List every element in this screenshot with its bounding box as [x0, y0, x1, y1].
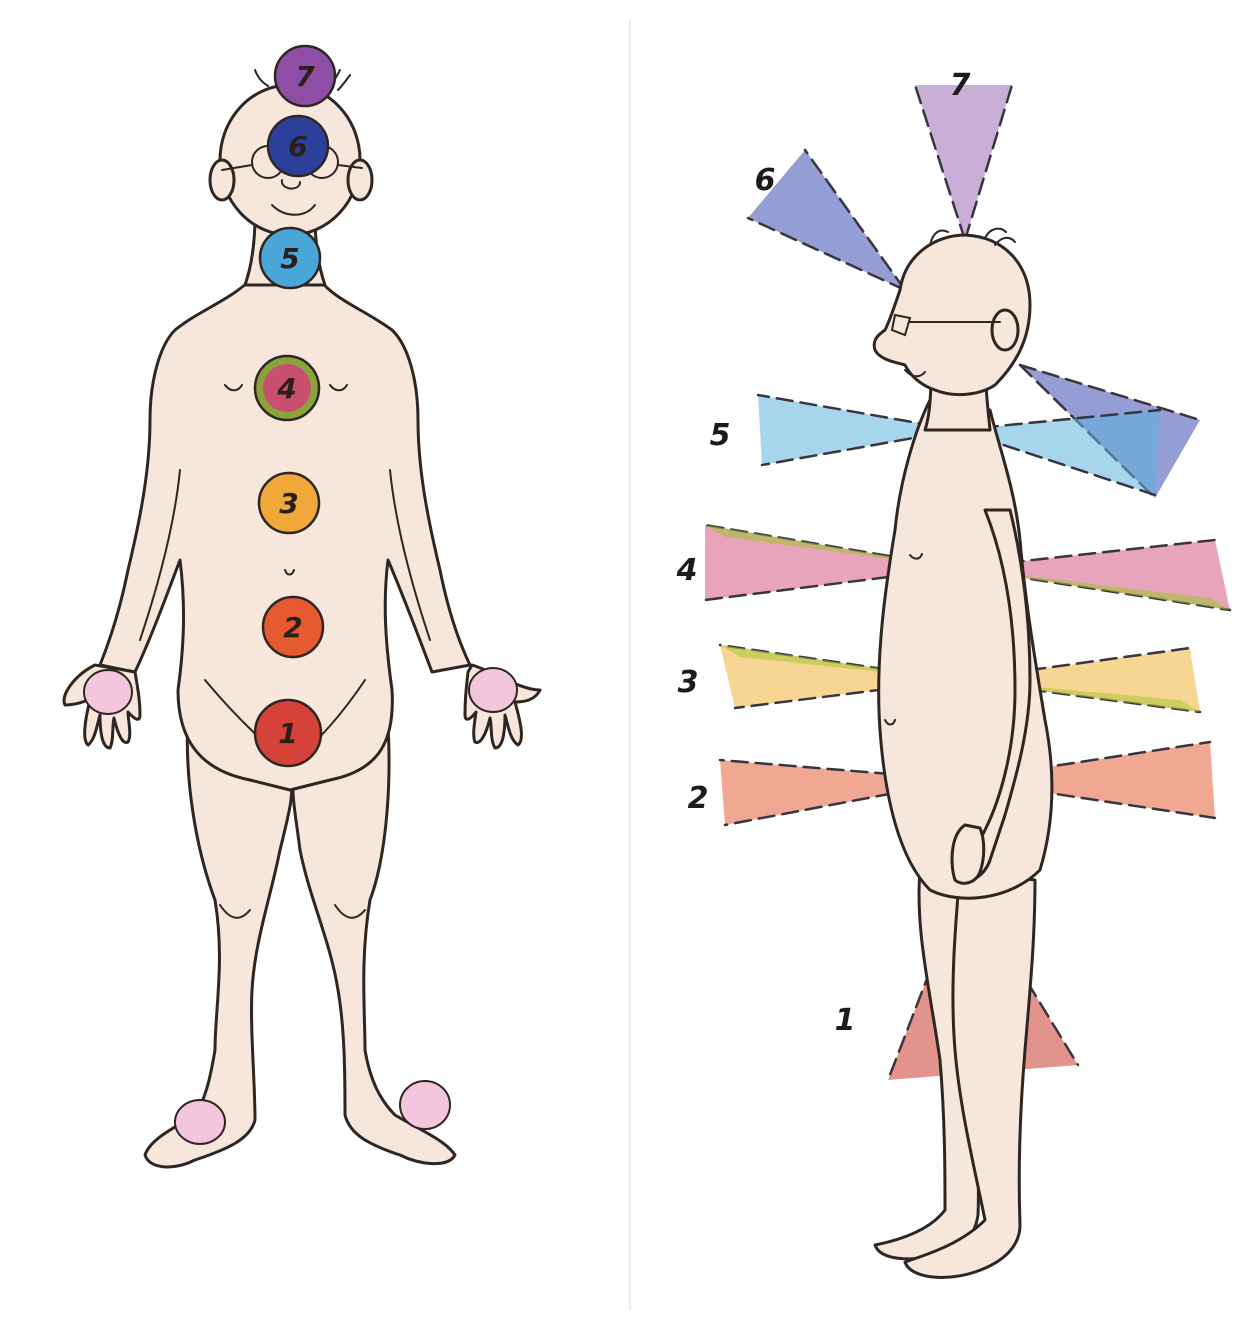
- front-left-palm: [84, 670, 132, 714]
- front-chakra-number: 4: [276, 372, 296, 405]
- side-ray-number: 4: [676, 553, 698, 588]
- front-right-foot-pad: [400, 1081, 450, 1129]
- side-ray-number: 7: [950, 68, 971, 103]
- front-chakra-number: 7: [295, 60, 315, 93]
- front-chakra-number: 2: [283, 611, 302, 644]
- side-ear: [992, 310, 1018, 350]
- side-ray-number: 1: [835, 1003, 856, 1038]
- front-left-foot-pad: [175, 1100, 225, 1144]
- front-chakra-number: 1: [278, 717, 297, 750]
- side-hand: [952, 825, 984, 883]
- front-chakra-3: 3: [259, 473, 319, 533]
- front-left-ear: [210, 160, 234, 200]
- front-chakra-5: 5: [260, 228, 320, 288]
- front-chakra-number: 6: [288, 130, 307, 163]
- front-chakra-1: 1: [255, 700, 321, 766]
- front-chakra-2: 2: [263, 597, 323, 657]
- front-chakra-6: 6: [268, 116, 328, 176]
- side-ray-number: 3: [678, 665, 699, 700]
- front-chakra-7: 7: [275, 46, 335, 106]
- side-ray-number: 5: [710, 418, 731, 453]
- side-ray-number: 6: [755, 163, 776, 198]
- front-chakra-number: 5: [280, 242, 299, 275]
- front-chakra-number: 3: [279, 487, 298, 520]
- front-right-palm: [469, 668, 517, 712]
- side-ray-number: 2: [688, 781, 709, 816]
- side-ray-7: [915, 85, 1012, 240]
- front-chakra-4: 4: [255, 356, 319, 420]
- side-figure: [874, 229, 1052, 1278]
- ray-cone: [915, 85, 1012, 240]
